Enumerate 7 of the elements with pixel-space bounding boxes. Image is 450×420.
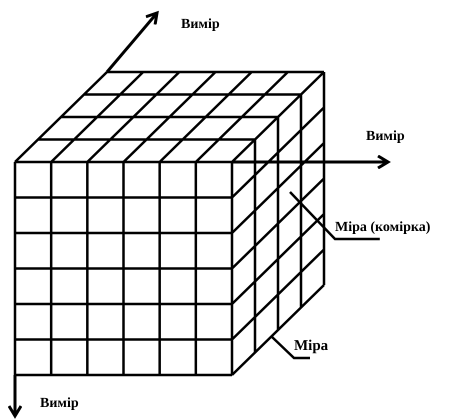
leader-line <box>270 335 310 360</box>
callout-text: Міра (комірка) <box>335 221 430 237</box>
axis-label: Вимір <box>366 130 405 144</box>
callout-text: Міра <box>294 339 328 356</box>
axis-label: Вимір <box>181 18 220 32</box>
axis-label: Вимір <box>40 397 79 411</box>
leader-line <box>289 191 380 240</box>
